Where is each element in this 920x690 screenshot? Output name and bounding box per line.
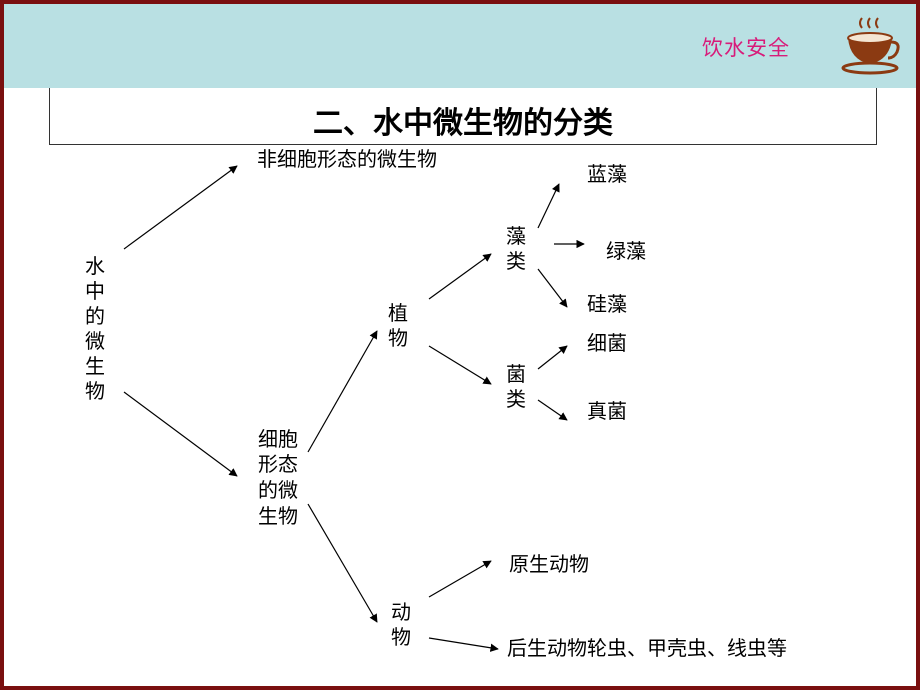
arrow-cellular-to-animals xyxy=(307,503,378,623)
fungi-group-node: 菌类 xyxy=(506,362,526,411)
animals-node: 动物 xyxy=(391,600,411,649)
diatom-node: 硅藻 xyxy=(587,292,627,316)
coffee-cup-icon xyxy=(841,17,900,75)
slide-title: 二、水中微生物的分类 xyxy=(313,106,613,141)
cellular-node-line1: 细胞 xyxy=(258,427,298,451)
bacteria-node: 细菌 xyxy=(587,331,627,355)
root-node: 水中的微生物 xyxy=(85,254,105,403)
brand-label: 饮水安全 xyxy=(702,36,790,60)
blue-algae-node: 蓝藻 xyxy=(587,162,627,186)
arrow-plants-to-algae xyxy=(428,253,492,300)
arrow-fungi-to-truefungi xyxy=(537,399,568,421)
cellular-node-line3: 的微 xyxy=(258,478,298,502)
cellular-node-line4: 生物 xyxy=(258,504,298,528)
green-algae-node: 绿藻 xyxy=(606,239,646,263)
arrow-plants-to-fungi xyxy=(428,345,492,385)
arrow-root-to-cellular xyxy=(123,391,238,477)
arrow-animals-to-protozoa xyxy=(428,560,492,598)
title-box: 二、水中微生物的分类 xyxy=(49,88,877,145)
arrow-root-to-noncellular xyxy=(123,165,238,250)
noncellular-node: 非细胞形态的微生物 xyxy=(257,147,437,171)
arrow-cellular-to-plants xyxy=(307,330,378,453)
arrow-layer xyxy=(123,165,585,652)
arrow-animals-to-metazoa xyxy=(428,637,499,652)
arrow-fungi-to-bacteria xyxy=(537,345,568,370)
cellular-node-line2: 形态 xyxy=(258,452,298,476)
arrow-algae-to-diatom xyxy=(537,268,568,308)
algae-node: 藻类 xyxy=(506,224,526,273)
protozoa-node: 原生动物 xyxy=(509,552,589,576)
header-band: 饮水安全 xyxy=(4,4,916,88)
true-fungi-node: 真菌 xyxy=(587,399,627,423)
metazoa-node: 后生动物轮虫、甲壳虫、线虫等 xyxy=(507,636,787,660)
plants-node: 植物 xyxy=(388,301,408,350)
arrow-algae-to-blue xyxy=(537,183,560,229)
